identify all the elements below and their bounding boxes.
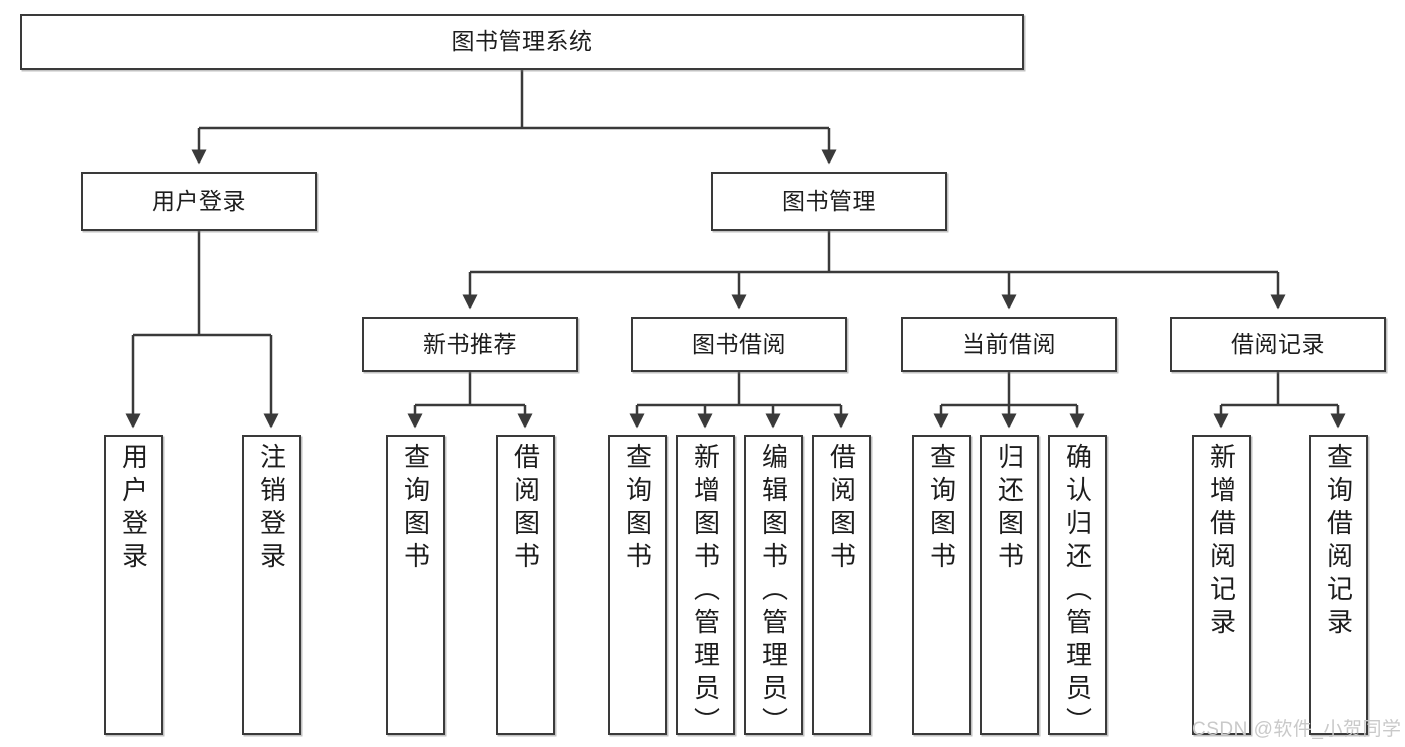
node-user-login[interactable]: 用户登录 xyxy=(81,172,317,231)
leaf-label: 确认归还（管理员） xyxy=(1062,443,1093,740)
leaf-label: 归还图书 xyxy=(994,443,1025,575)
leaf-label: 编辑图书（管理员） xyxy=(758,443,789,740)
node-label: 图书管理 xyxy=(782,187,876,214)
leaf-label: 新增图书（管理员） xyxy=(690,443,721,740)
leaf-label: 用户登录 xyxy=(118,443,149,575)
leaf-label: 查询借阅记录 xyxy=(1323,443,1354,641)
node-book-management[interactable]: 图书管理 xyxy=(711,172,947,231)
node-label: 当前借阅 xyxy=(962,330,1056,357)
leaf-book-borrow-query[interactable]: 查询图书 xyxy=(608,435,667,735)
leaf-label: 查询图书 xyxy=(622,443,653,575)
leaf-label: 查询图书 xyxy=(926,443,957,575)
leaf-borrow-record-query[interactable]: 查询借阅记录 xyxy=(1309,435,1368,735)
node-root-book-management-system[interactable]: 图书管理系统 xyxy=(20,14,1024,70)
node-label: 图书借阅 xyxy=(692,330,786,357)
leaf-borrow-record-add[interactable]: 新增借阅记录 xyxy=(1192,435,1251,735)
leaf-book-borrow-edit[interactable]: 编辑图书（管理员） xyxy=(744,435,803,740)
leaf-label: 借阅图书 xyxy=(826,443,857,575)
leaf-book-borrow-add[interactable]: 新增图书（管理员） xyxy=(676,435,735,740)
node-new-book-recommend[interactable]: 新书推荐 xyxy=(362,317,578,372)
leaf-current-borrow-return[interactable]: 归还图书 xyxy=(980,435,1039,735)
node-label: 图书管理系统 xyxy=(451,28,593,55)
node-label: 借阅记录 xyxy=(1231,330,1325,357)
leaf-label: 新增借阅记录 xyxy=(1206,443,1237,641)
leaf-book-borrow-borrow[interactable]: 借阅图书 xyxy=(812,435,871,735)
leaf-new-book-borrow[interactable]: 借阅图书 xyxy=(496,435,555,735)
node-borrow-record[interactable]: 借阅记录 xyxy=(1170,317,1386,372)
leaf-current-borrow-query[interactable]: 查询图书 xyxy=(912,435,971,735)
leaf-new-book-query[interactable]: 查询图书 xyxy=(386,435,445,735)
node-label: 用户登录 xyxy=(152,187,246,214)
leaf-label: 借阅图书 xyxy=(510,443,541,575)
leaf-label: 查询图书 xyxy=(400,443,431,575)
leaf-user-login-login[interactable]: 用户登录 xyxy=(104,435,163,735)
node-book-borrow[interactable]: 图书借阅 xyxy=(631,317,847,372)
leaf-label: 注销登录 xyxy=(256,443,287,575)
node-current-borrow[interactable]: 当前借阅 xyxy=(901,317,1117,372)
leaf-user-login-logout[interactable]: 注销登录 xyxy=(242,435,301,735)
node-label: 新书推荐 xyxy=(423,330,517,357)
leaf-current-borrow-confirm-return[interactable]: 确认归还（管理员） xyxy=(1048,435,1107,740)
